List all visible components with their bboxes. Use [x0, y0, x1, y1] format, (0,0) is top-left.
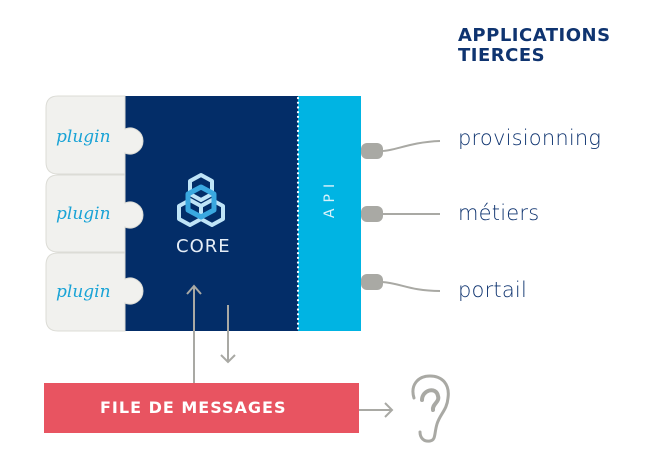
hexagon-trefoil-icon	[177, 173, 225, 227]
connector-portail	[361, 274, 441, 292]
connector-provisionning	[361, 140, 441, 159]
title-line-1: APPLICATIONS	[458, 25, 611, 46]
api-block	[298, 96, 361, 331]
api-label: API	[322, 177, 338, 219]
arrow-core-to-queue	[220, 305, 236, 364]
app-label-portail: portail	[458, 278, 527, 302]
core-label: CORE	[176, 236, 231, 257]
third-party-apps-title: APPLICATIONS TIERCES	[458, 26, 611, 66]
app-label-provisionning: provisionning	[458, 126, 602, 150]
message-queue-block: FILE DE MESSAGES	[44, 383, 359, 433]
plugin-piece-2[interactable]	[45, 174, 144, 253]
plugin-label: plugin	[56, 282, 111, 302]
plugin-piece-1[interactable]	[45, 95, 144, 175]
message-queue-label: FILE DE MESSAGES	[100, 398, 287, 417]
plugin-label: plugin	[56, 127, 111, 147]
arrow-queue-to-core	[186, 284, 202, 383]
plugin-piece-3[interactable]	[45, 252, 144, 332]
connector-metiers	[361, 206, 440, 222]
app-label-metiers: métiers	[458, 201, 540, 225]
plugin-label: plugin	[56, 204, 111, 224]
ear-icon	[411, 374, 450, 443]
title-line-2: TIERCES	[458, 45, 546, 66]
